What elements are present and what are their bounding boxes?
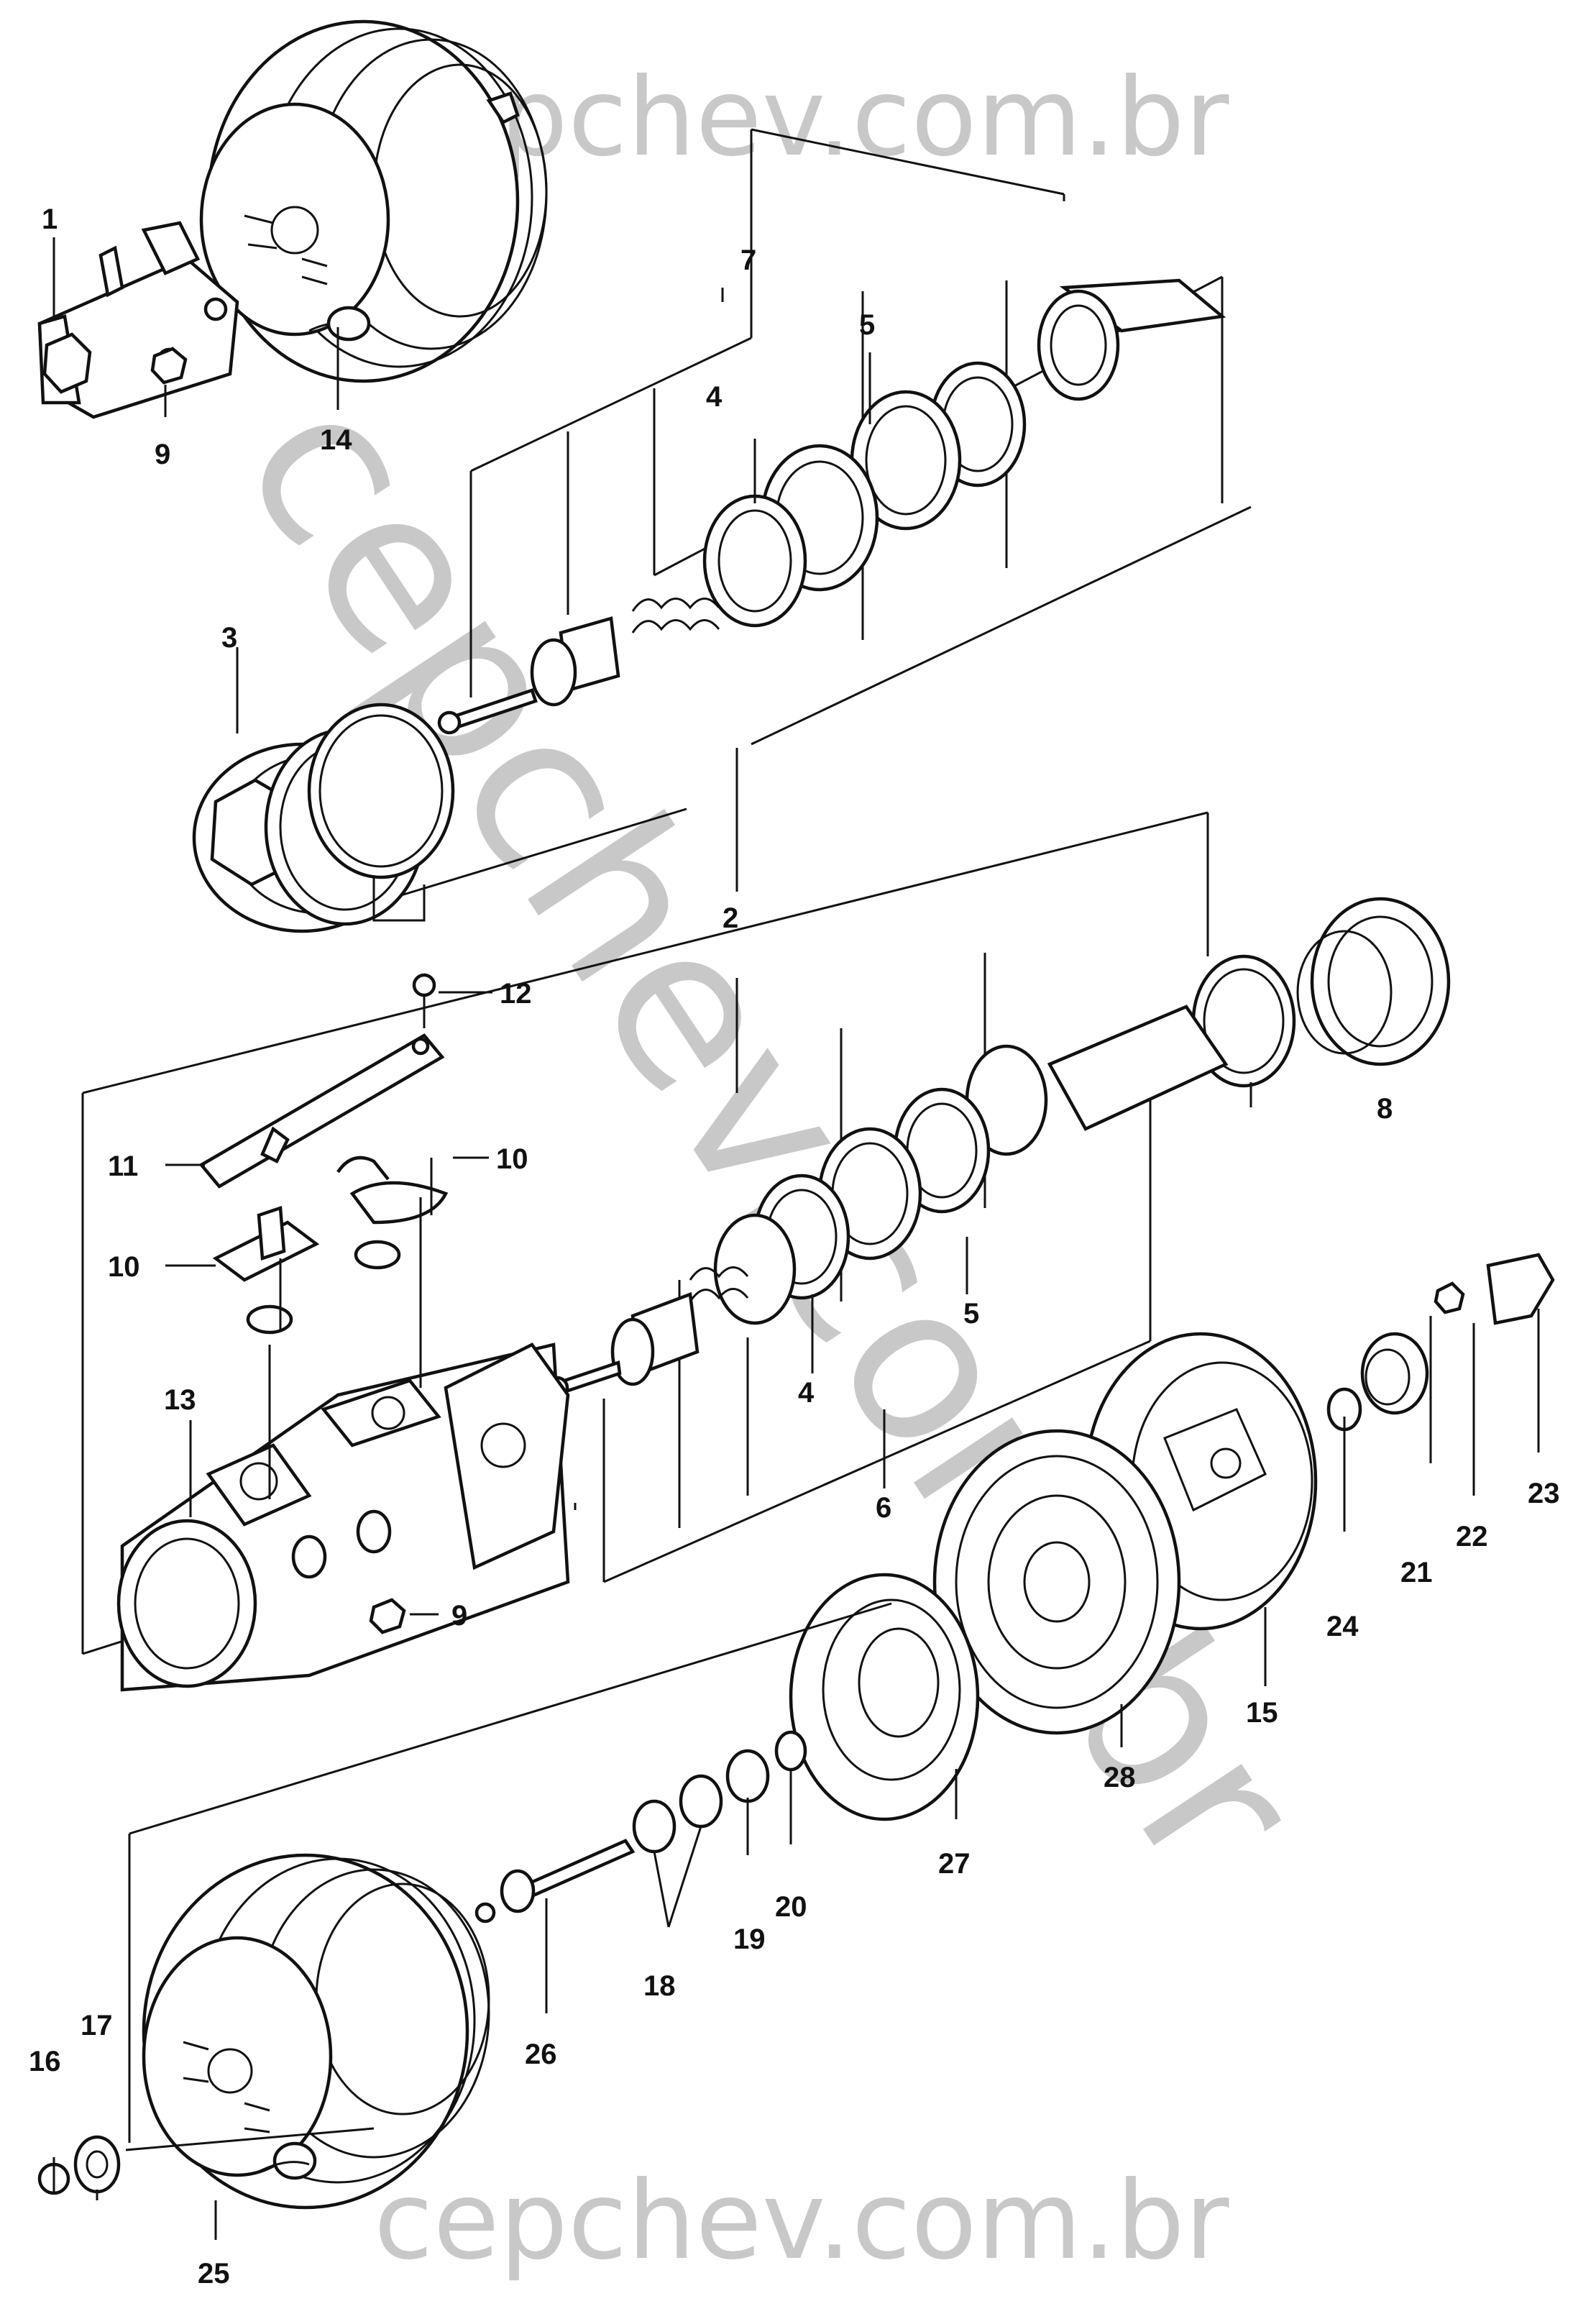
brake-booster-top	[199, 19, 548, 383]
callout-9-mid: 9	[451, 1600, 467, 1632]
callout-12: 12	[500, 978, 532, 1010]
callout-20: 20	[775, 1891, 807, 1923]
callout-21: 21	[1400, 1557, 1433, 1588]
callout-leaders	[165, 288, 1252, 1616]
callout-25: 25	[198, 2258, 230, 2289]
callout-10-right: 10	[496, 1143, 528, 1175]
callout-15: 15	[1246, 1697, 1278, 1729]
callout-6: 6	[876, 1492, 891, 1524]
callout-8: 8	[1377, 1093, 1393, 1125]
callout-1: 1	[42, 203, 58, 235]
watermark-bottom: cepchev.com.br	[374, 2159, 1229, 2284]
booster-parts-lower-right	[474, 1253, 1555, 2013]
callout-28: 28	[1104, 1762, 1136, 1793]
callout-5-top: 5	[859, 309, 875, 341]
callout-16: 16	[29, 2046, 61, 2077]
callout-7: 7	[740, 244, 756, 276]
callout-5-mid: 5	[963, 1298, 979, 1330]
callout-4-top: 4	[706, 381, 723, 413]
brake-booster-bottom	[37, 1602, 892, 2240]
end-plug-3	[192, 647, 455, 933]
master-cylinder-small	[37, 221, 239, 419]
callout-19: 19	[733, 1923, 766, 1955]
callout-9-top: 9	[155, 439, 170, 470]
upper-seal-kit	[437, 278, 1226, 735]
callout-26: 26	[525, 2039, 557, 2070]
callout-13: 13	[164, 1384, 196, 1416]
reservoir-parts	[198, 973, 449, 1335]
nut-9-top	[150, 347, 188, 385]
callout-17: 17	[81, 2010, 113, 2041]
callout-3: 3	[221, 622, 237, 654]
callout-4-mid: 4	[798, 1377, 815, 1409]
callout-23: 23	[1528, 1478, 1560, 1509]
callout-24: 24	[1326, 1611, 1359, 1642]
callout-10-left: 10	[108, 1251, 140, 1283]
callout-27: 27	[938, 1848, 971, 1880]
callout-18: 18	[643, 1970, 676, 2002]
middle-seal-kit	[545, 897, 1451, 1400]
callout-labels: 1 9 14 7 5 4 3 2 12 11 10 10 8 5 4 6 13 …	[29, 203, 1560, 2289]
callout-14: 14	[320, 424, 352, 456]
callout-2: 2	[723, 902, 738, 934]
callout-11: 11	[108, 1150, 138, 1182]
master-cylinder-13	[116, 1158, 570, 1692]
callout-22: 22	[1456, 1521, 1488, 1552]
